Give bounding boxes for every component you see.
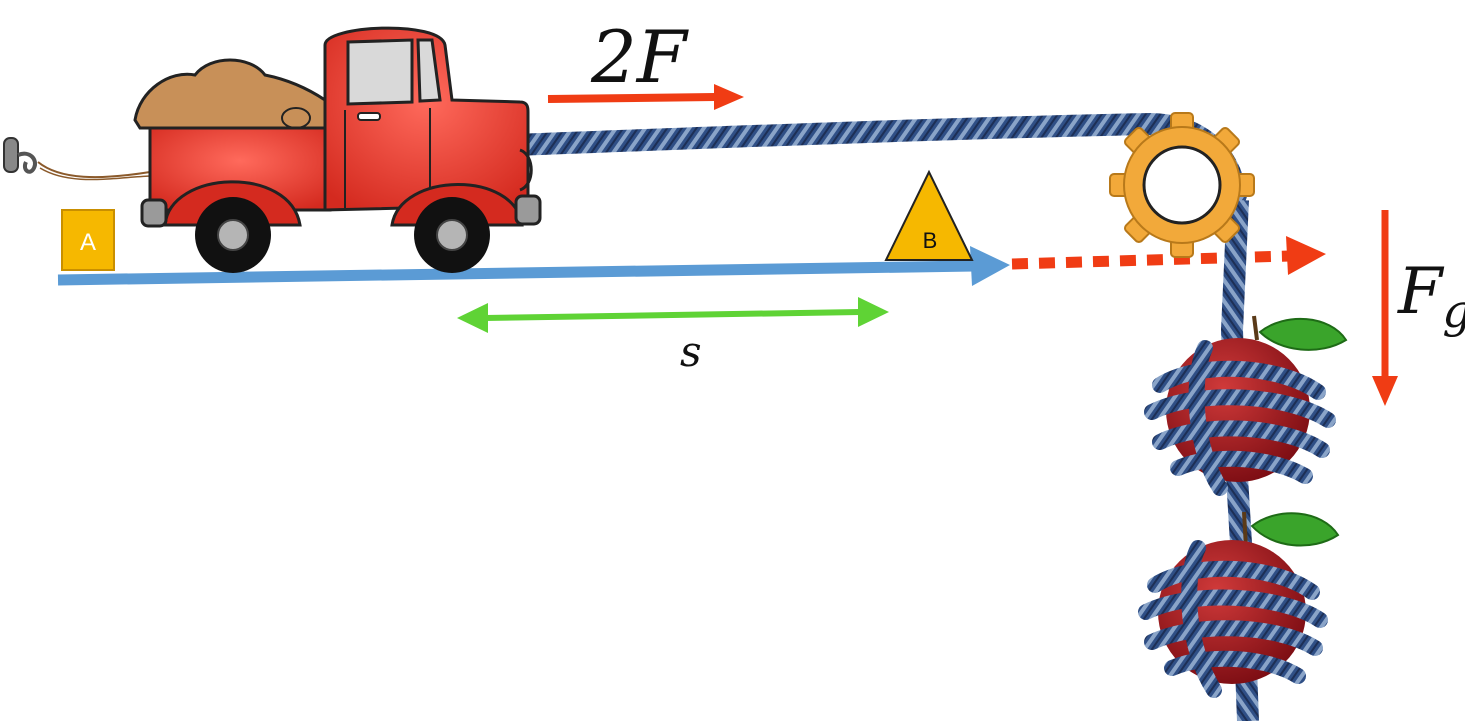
- gravity-force-label: Fg: [1397, 255, 1465, 338]
- ground-arrow: [57, 246, 1010, 286]
- wall-hook-icon: [3, 137, 151, 181]
- gravity-force-symbol: F: [1397, 255, 1445, 329]
- force-arrow-2f: [547, 84, 744, 110]
- gravity-force-arrow: [1372, 210, 1398, 406]
- gravity-force-subscript: g: [1442, 284, 1465, 338]
- point-b-label: B: [923, 228, 938, 253]
- force-2f-label: 2F: [590, 15, 690, 99]
- point-b-marker: B: [884, 169, 974, 261]
- gear-pulley-icon: [1109, 112, 1255, 258]
- pickup-truck-icon: [133, 26, 542, 273]
- displacement-label: s: [680, 327, 702, 376]
- displacement-arrow: [457, 297, 889, 333]
- apple-icon: [1144, 315, 1348, 496]
- point-a-marker: A: [61, 209, 115, 271]
- apple-icon: [1138, 511, 1340, 698]
- point-a-label: A: [80, 229, 96, 256]
